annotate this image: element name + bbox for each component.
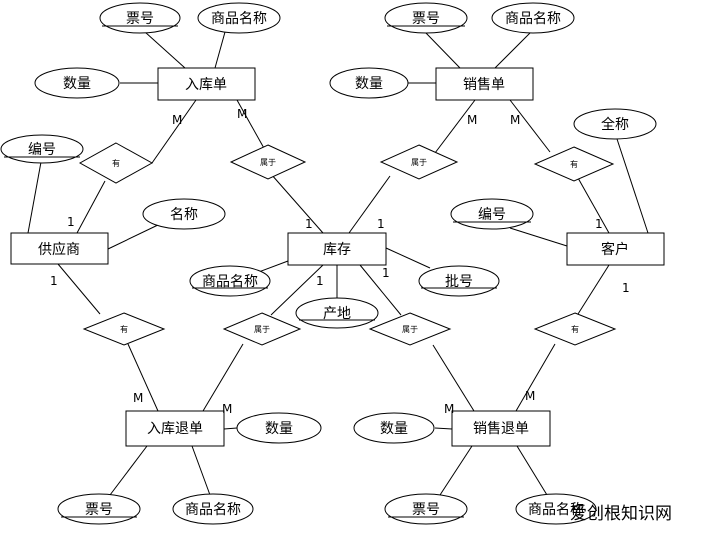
- attr-xs-shuliang: 数量: [329, 67, 409, 99]
- cardinality-m: M: [133, 391, 143, 405]
- cardinality-m: M: [510, 113, 520, 127]
- attr-kc-mingcheng: 商品名称: [189, 265, 271, 297]
- cardinality-labels: M M M M 1 1 1 1 1 1 1 1 M M M M: [50, 107, 630, 416]
- rel-label: 属于: [402, 325, 418, 334]
- attr-label: 数量: [355, 76, 383, 92]
- attr-label: 编号: [478, 207, 506, 223]
- cardinality-one: 1: [67, 215, 75, 229]
- attr-label: 数量: [63, 76, 91, 92]
- cardinality-one: 1: [316, 274, 324, 288]
- cardinality-one: 1: [305, 217, 313, 231]
- cardinality-one: 1: [377, 217, 385, 231]
- attr-gy-bianhao: 编号: [0, 134, 84, 164]
- cardinality-one: 1: [595, 217, 603, 231]
- relationship-r8: 有: [533, 312, 617, 346]
- attr-gy-mingcheng: 名称: [142, 198, 226, 230]
- attr-label: 批号: [445, 274, 473, 290]
- attr-kh-bianhao: 编号: [450, 198, 534, 230]
- entity-label: 销售单: [463, 77, 505, 93]
- relationship-r3: 属于: [379, 144, 459, 180]
- attr-ruku-mingcheng: 商品名称: [197, 2, 281, 34]
- entity-label: 入库退单: [147, 421, 203, 437]
- connector-lines: [27, 31, 649, 496]
- rel-label: 属于: [411, 158, 427, 167]
- attr-label: 名称: [170, 207, 198, 223]
- cardinality-m: M: [172, 113, 182, 127]
- entity-kucun: 库存: [287, 232, 387, 266]
- attr-label: 商品名称: [202, 274, 258, 290]
- entity-label: 销售退单: [473, 421, 529, 437]
- entity-label: 客户: [601, 241, 629, 258]
- attr-kh-quancheng: 全称: [573, 108, 657, 140]
- cardinality-m: M: [222, 402, 232, 416]
- entity-rukutui: 入库退单: [125, 410, 225, 447]
- cardinality-one: 1: [382, 266, 390, 280]
- cardinality-m: M: [467, 113, 477, 127]
- attr-rkt-mingcheng: 商品名称: [172, 493, 254, 525]
- relationship-r5: 有: [82, 312, 166, 346]
- cardinality-m: M: [237, 107, 247, 121]
- attr-label: 商品名称: [211, 11, 267, 27]
- watermark: 爱创根知识网: [570, 504, 672, 524]
- attr-label: 产地: [323, 306, 351, 322]
- rel-label: 属于: [254, 325, 270, 334]
- attr-ruku-piaohao: 票号: [99, 2, 181, 34]
- attr-label: 票号: [412, 502, 440, 518]
- cardinality-one: 1: [622, 281, 630, 295]
- entity-kehu: 客户: [566, 232, 665, 266]
- attr-label: 商品名称: [528, 502, 584, 518]
- rel-label: 有: [570, 159, 578, 169]
- attr-xs-piaohao: 票号: [384, 2, 468, 34]
- relationship-r7: 属于: [368, 312, 452, 346]
- attr-rkt-shuliang: 数量: [236, 412, 322, 444]
- cardinality-one: 1: [50, 274, 58, 288]
- rel-label: 有: [120, 324, 128, 334]
- attr-label: 数量: [265, 421, 293, 437]
- relationship-r6: 属于: [222, 312, 302, 346]
- attr-kc-pihao: 批号: [418, 265, 500, 297]
- rel-label: 有: [571, 324, 579, 334]
- attr-rkt-piaohao: 票号: [57, 493, 141, 525]
- relationship-r4: 有: [533, 146, 615, 182]
- entity-label: 供应商: [38, 241, 80, 258]
- entity-label: 库存: [323, 242, 351, 258]
- attr-label: 商品名称: [505, 11, 561, 27]
- attr-kc-chandi: 产地: [295, 297, 379, 329]
- relationship-r2: 属于: [229, 144, 307, 180]
- attr-ruku-shuliang: 数量: [34, 67, 120, 99]
- attr-xs-mingcheng: 商品名称: [491, 2, 575, 34]
- relationship-r1: 有: [78, 142, 154, 184]
- entity-label: 入库单: [185, 77, 227, 93]
- attr-label: 商品名称: [185, 502, 241, 518]
- attr-xst-shuliang: 数量: [353, 412, 435, 444]
- rel-label: 属于: [260, 158, 276, 167]
- entity-gongying: 供应商: [10, 232, 109, 265]
- rel-label: 有: [112, 158, 120, 168]
- attr-label: 票号: [412, 11, 440, 27]
- attr-label: 票号: [85, 502, 113, 518]
- cardinality-m: M: [444, 402, 454, 416]
- attr-label: 编号: [28, 142, 56, 158]
- attr-xst-mingcheng: 商品名称: [515, 493, 597, 525]
- attr-xst-piaohao: 票号: [384, 493, 468, 525]
- cardinality-m: M: [525, 389, 535, 403]
- attr-label: 票号: [126, 11, 154, 27]
- attr-label: 数量: [380, 421, 408, 437]
- entity-ruku: 入库单: [157, 67, 256, 101]
- entity-xiaoshou: 销售单: [435, 67, 534, 101]
- attr-label: 全称: [601, 116, 629, 133]
- entity-xiaoshoutui: 销售退单: [451, 410, 551, 447]
